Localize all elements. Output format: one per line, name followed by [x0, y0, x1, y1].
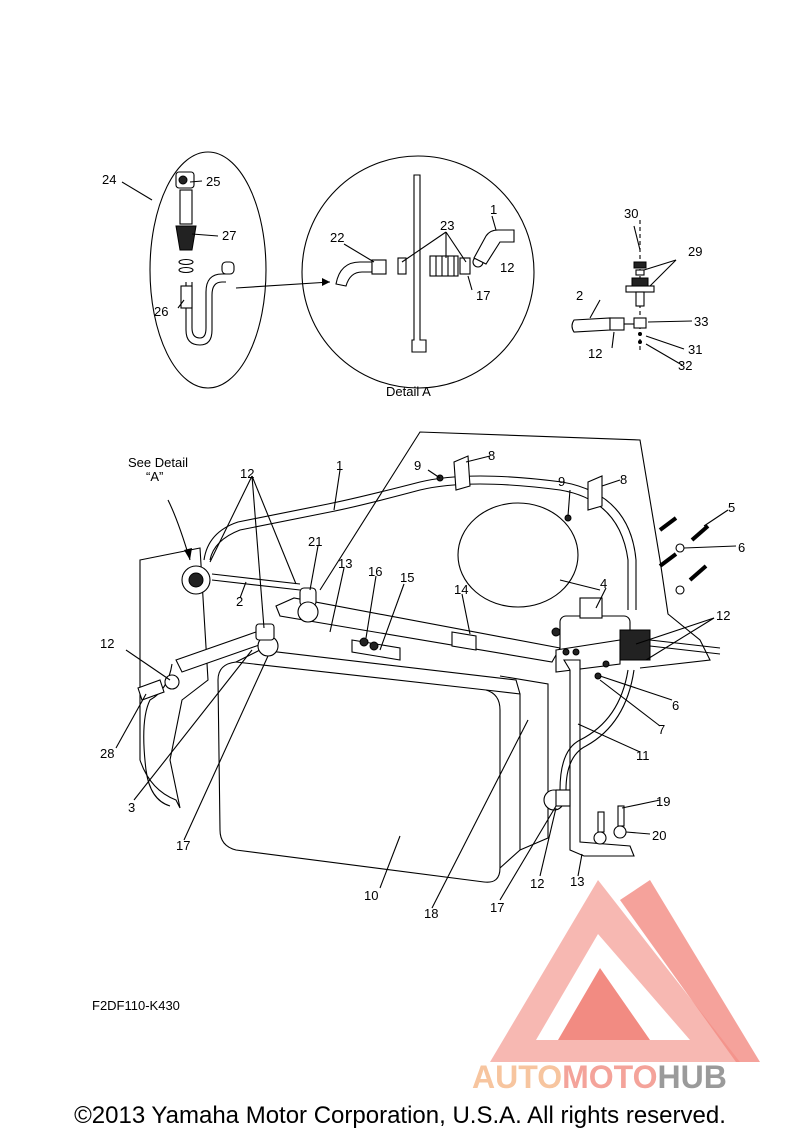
callout-29: 29: [688, 244, 702, 259]
callout-12-small: 12: [588, 346, 602, 361]
callout-6-top: 6: [738, 540, 745, 555]
callout-11: 11: [636, 748, 650, 763]
callout-7: 7: [658, 722, 665, 737]
callout-18: 18: [424, 906, 438, 921]
callout-21: 21: [308, 534, 322, 549]
main-assembly: [115, 431, 737, 909]
detail-a: [301, 155, 535, 389]
callout-1-detail: 1: [490, 202, 497, 217]
watermark-text: AUTOMOTOHUB: [472, 1059, 727, 1095]
callout-23: 23: [440, 218, 454, 233]
callout-17-left: 17: [176, 838, 190, 853]
callout-8-right: 8: [620, 472, 627, 487]
callout-12-detail: 12: [500, 260, 514, 275]
callout-12-left: 12: [100, 636, 114, 651]
callout-14: 14: [454, 582, 468, 597]
see-detail-label: See Detail: [128, 455, 188, 470]
see-detail-ref: “A”: [146, 469, 163, 484]
callout-32: 32: [678, 358, 692, 373]
callout-12-bottom: 12: [530, 876, 544, 891]
callout-15: 15: [400, 570, 414, 585]
callout-17-detail: 17: [476, 288, 490, 303]
callout-2-main: 2: [236, 594, 243, 609]
callout-17-bottom: 17: [490, 900, 504, 915]
callout-9-left: 9: [414, 458, 421, 473]
watermark-moto: MOTO: [562, 1059, 657, 1095]
callout-6-bottom: 6: [672, 698, 679, 713]
callout-8-left: 8: [488, 448, 495, 463]
callout-31: 31: [688, 342, 702, 357]
fitting-detail: [571, 220, 693, 366]
callout-30: 30: [624, 206, 638, 221]
detail-a-label: Detail A: [386, 384, 431, 399]
callout-12-main-top: 12: [240, 466, 254, 481]
callout-12-pump: 12: [716, 608, 730, 623]
callout-2-small: 2: [576, 288, 583, 303]
callout-9-right: 9: [558, 474, 565, 489]
callout-1-main: 1: [336, 458, 343, 473]
watermark-auto: AUTO: [472, 1059, 562, 1095]
callout-3: 3: [128, 800, 135, 815]
callout-19: 19: [656, 794, 670, 809]
callout-5: 5: [728, 500, 735, 515]
callout-27: 27: [222, 228, 236, 243]
watermark-hub: HUB: [657, 1059, 726, 1095]
callout-20: 20: [652, 828, 666, 843]
filter-assembly-detail: [121, 151, 331, 389]
callout-13-bottom: 13: [570, 874, 584, 889]
automotohub-logo: [490, 880, 760, 1062]
diagram-code: F2DF110-K430: [92, 998, 180, 1013]
callout-28: 28: [100, 746, 114, 761]
callout-13-top: 13: [338, 556, 352, 571]
callout-4: 4: [600, 576, 607, 591]
callout-10: 10: [364, 888, 378, 903]
callout-22: 22: [330, 230, 344, 245]
copyright-notice: ©2013 Yamaha Motor Corporation, U.S.A. A…: [74, 1102, 726, 1129]
callout-24: 24: [102, 172, 116, 187]
callouts: 24 25 27 26 22 23 1 12 17 30 29 2 33 12 …: [100, 172, 745, 921]
callout-26: 26: [154, 304, 168, 319]
callout-25: 25: [206, 174, 220, 189]
callout-33: 33: [694, 314, 708, 329]
callout-16: 16: [368, 564, 382, 579]
